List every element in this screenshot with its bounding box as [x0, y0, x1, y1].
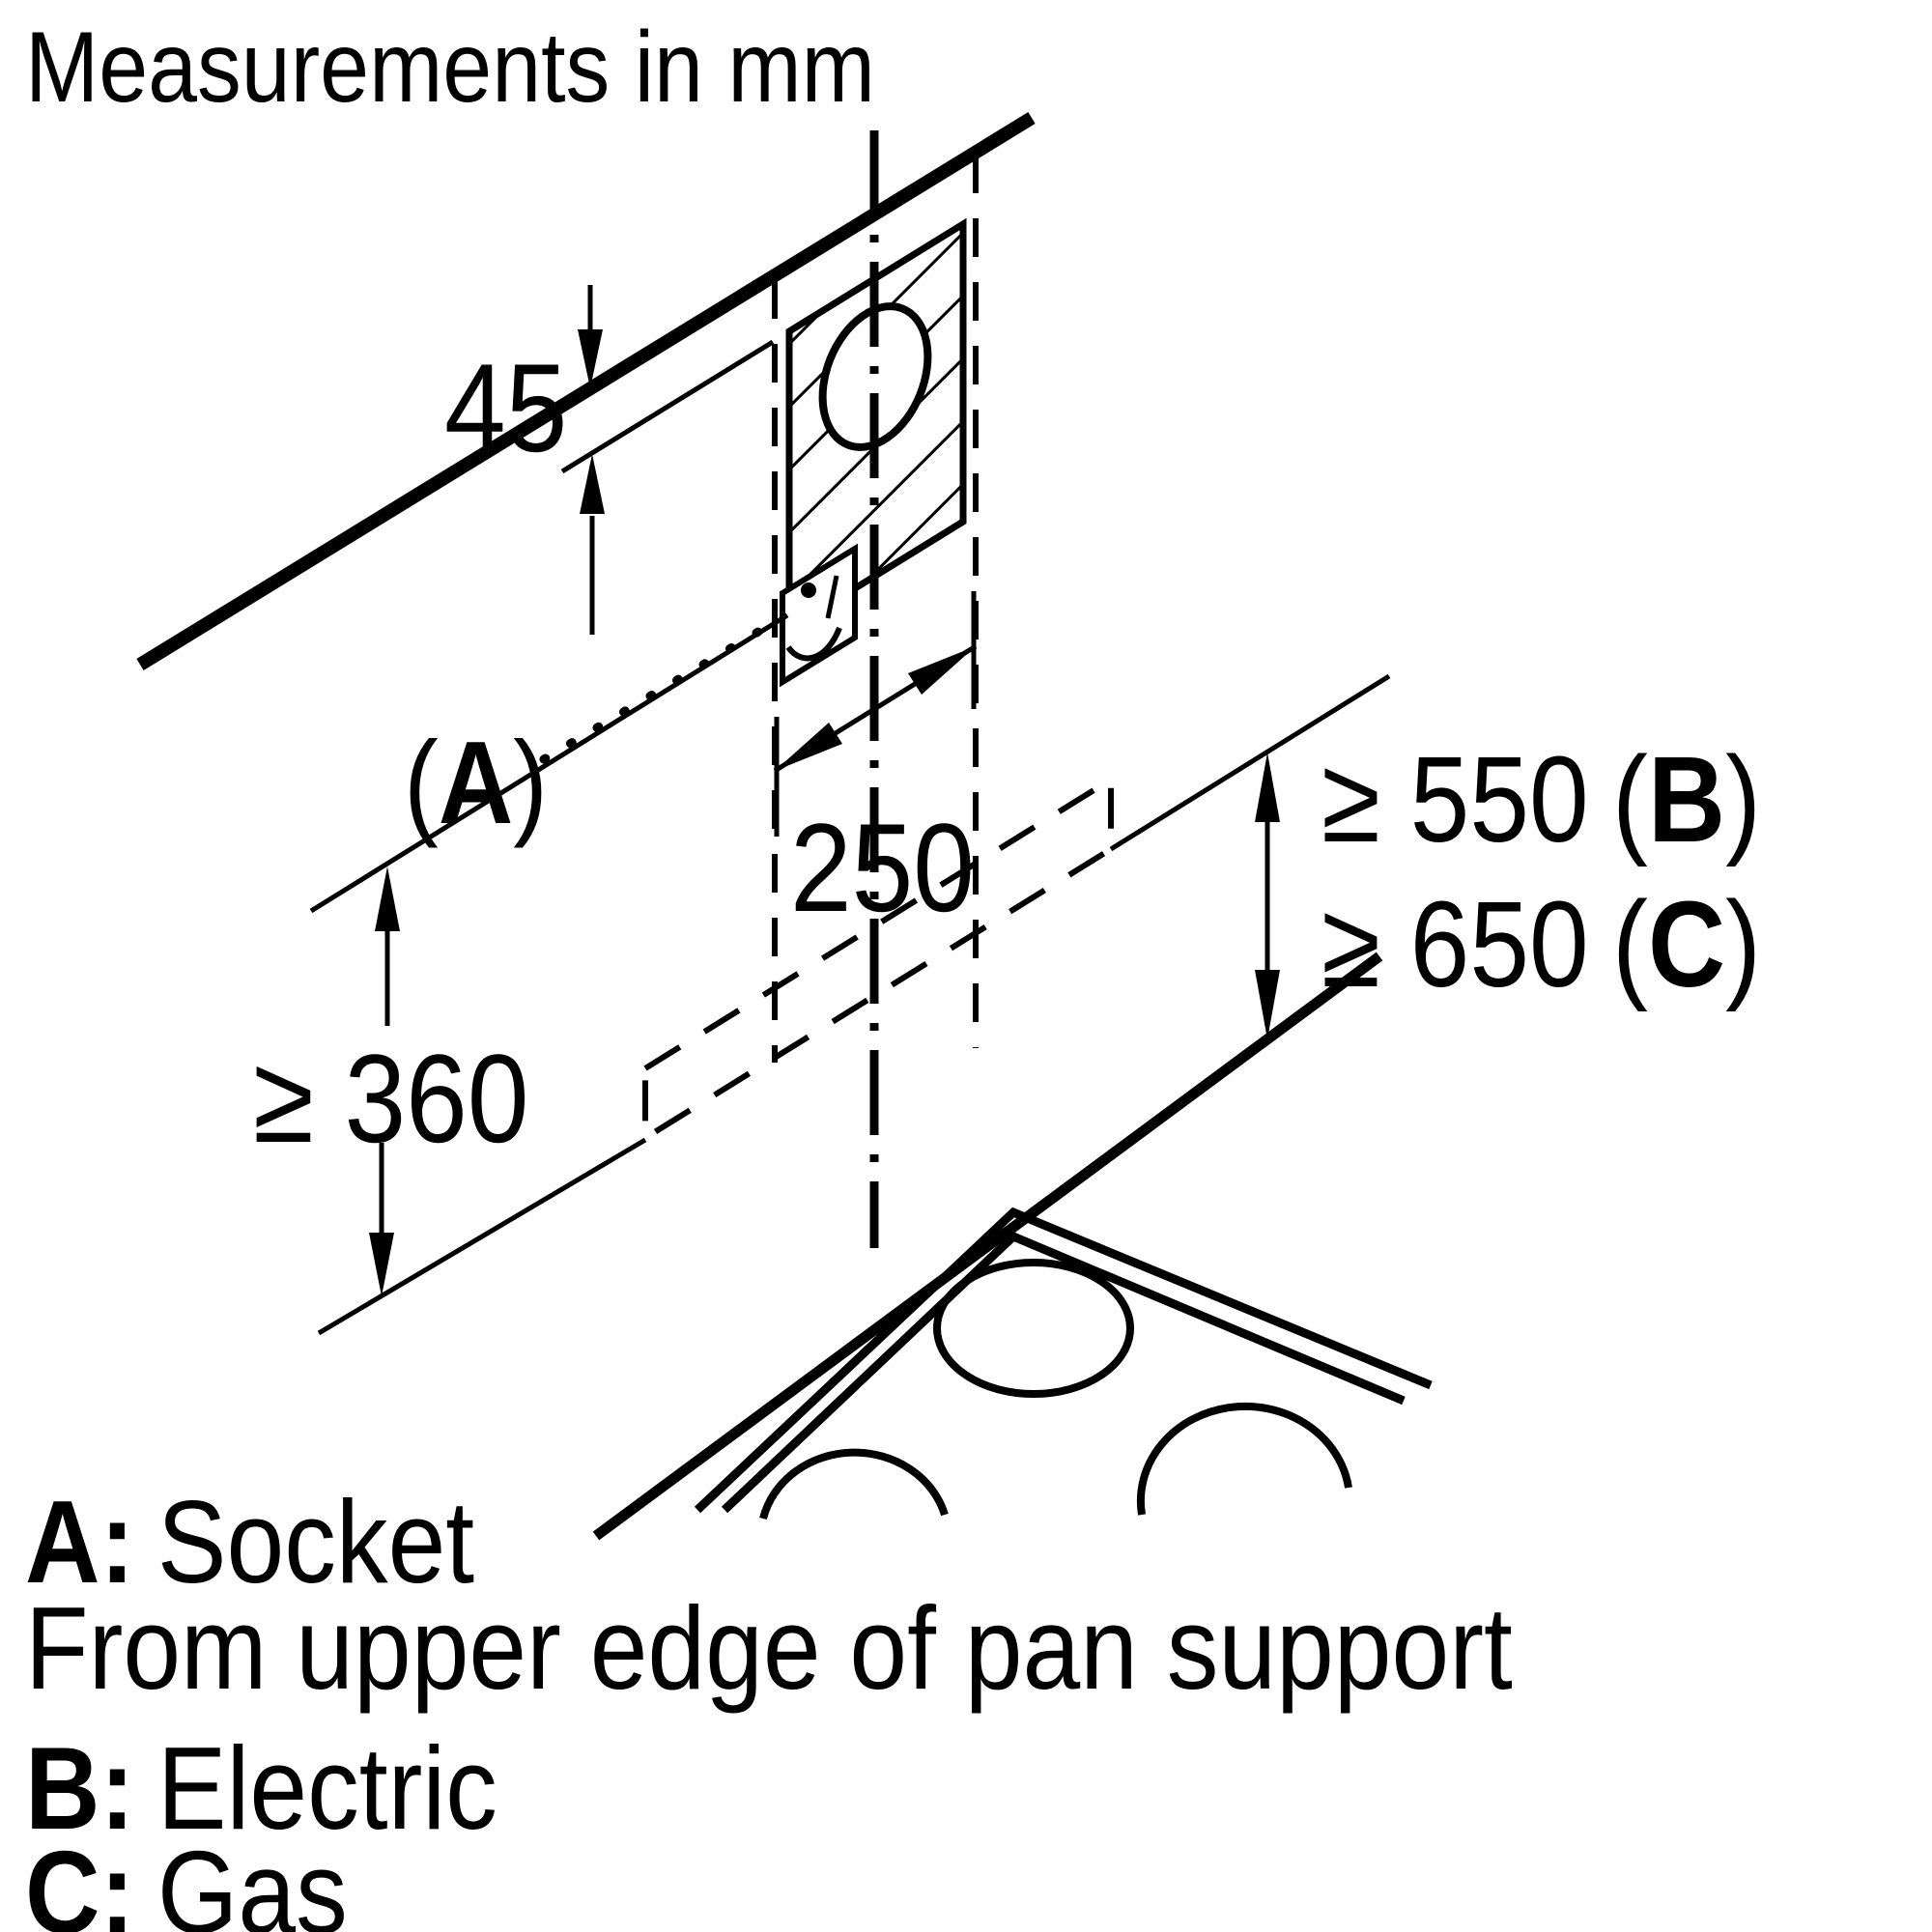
socket-ref-label: (A) — [404, 724, 548, 841]
gas-ref-letter: C — [1647, 876, 1726, 1012]
cooktop-edge-outer — [694, 1207, 1433, 1514]
hood-body-dashed-outline — [642, 774, 1114, 1144]
wall-top-reference-line — [560, 339, 775, 474]
duct-hole — [818, 302, 932, 451]
ceiling-line — [136, 112, 1036, 670]
socket-outlet-icon — [780, 543, 858, 688]
hob-surface-line — [592, 952, 1383, 1541]
burner-front-right — [1136, 1402, 1352, 1516]
burner-large — [933, 1259, 1134, 1398]
page-title: Measurements in mm — [25, 12, 875, 124]
width-250-label: 250 — [790, 797, 975, 938]
paren-open: ( — [404, 717, 439, 848]
legend-c-key: C: — [25, 1827, 135, 1932]
legend-c-text: Gas — [156, 1827, 348, 1932]
legend-b-key: B: — [25, 1722, 135, 1854]
width-250-dimension — [773, 591, 978, 837]
socket-height-line — [309, 612, 789, 914]
height-550-650-dimension — [1255, 753, 1280, 1039]
paren-open: ( — [1612, 876, 1648, 1012]
height-650-label: ≥ 650(C) — [1321, 884, 1761, 1006]
socket-ref-letter: A — [438, 717, 514, 848]
height-550-value: ≥ 550 — [1321, 731, 1589, 867]
legend-gas-line: C:Gas — [25, 1833, 348, 1932]
legend-socket-line: A:Socket — [25, 1483, 474, 1601]
paren-close: ) — [1725, 876, 1762, 1012]
legend-a-text: Socket — [156, 1476, 475, 1607]
height-360-dimension — [369, 867, 400, 1296]
legend-socket-note: From upper edge of pan support — [25, 1582, 1513, 1714]
cooktop — [694, 1207, 1433, 1520]
gap-45-dimension — [578, 285, 605, 635]
cooktop-edge-inner — [721, 1231, 1406, 1514]
legend-b-text: Electric — [156, 1722, 497, 1854]
paren-open: ( — [1612, 731, 1648, 867]
height-360-label: ≥ 360 — [253, 1028, 529, 1169]
hood-bottom-line-right — [1109, 673, 1391, 852]
height-550-label: ≥ 550(B) — [1321, 739, 1761, 861]
paren-close: ) — [1725, 731, 1762, 867]
paren-close: ) — [513, 717, 549, 848]
height-650-value: ≥ 650 — [1321, 876, 1589, 1012]
gap-45-label: 45 — [444, 337, 568, 478]
electric-ref-letter: B — [1647, 731, 1726, 867]
burner-front-left — [759, 1448, 949, 1520]
legend-electric-line: B:Electric — [25, 1729, 497, 1847]
legend-a-key: A: — [25, 1476, 135, 1607]
hood-bottom-line-left — [317, 1137, 647, 1336]
